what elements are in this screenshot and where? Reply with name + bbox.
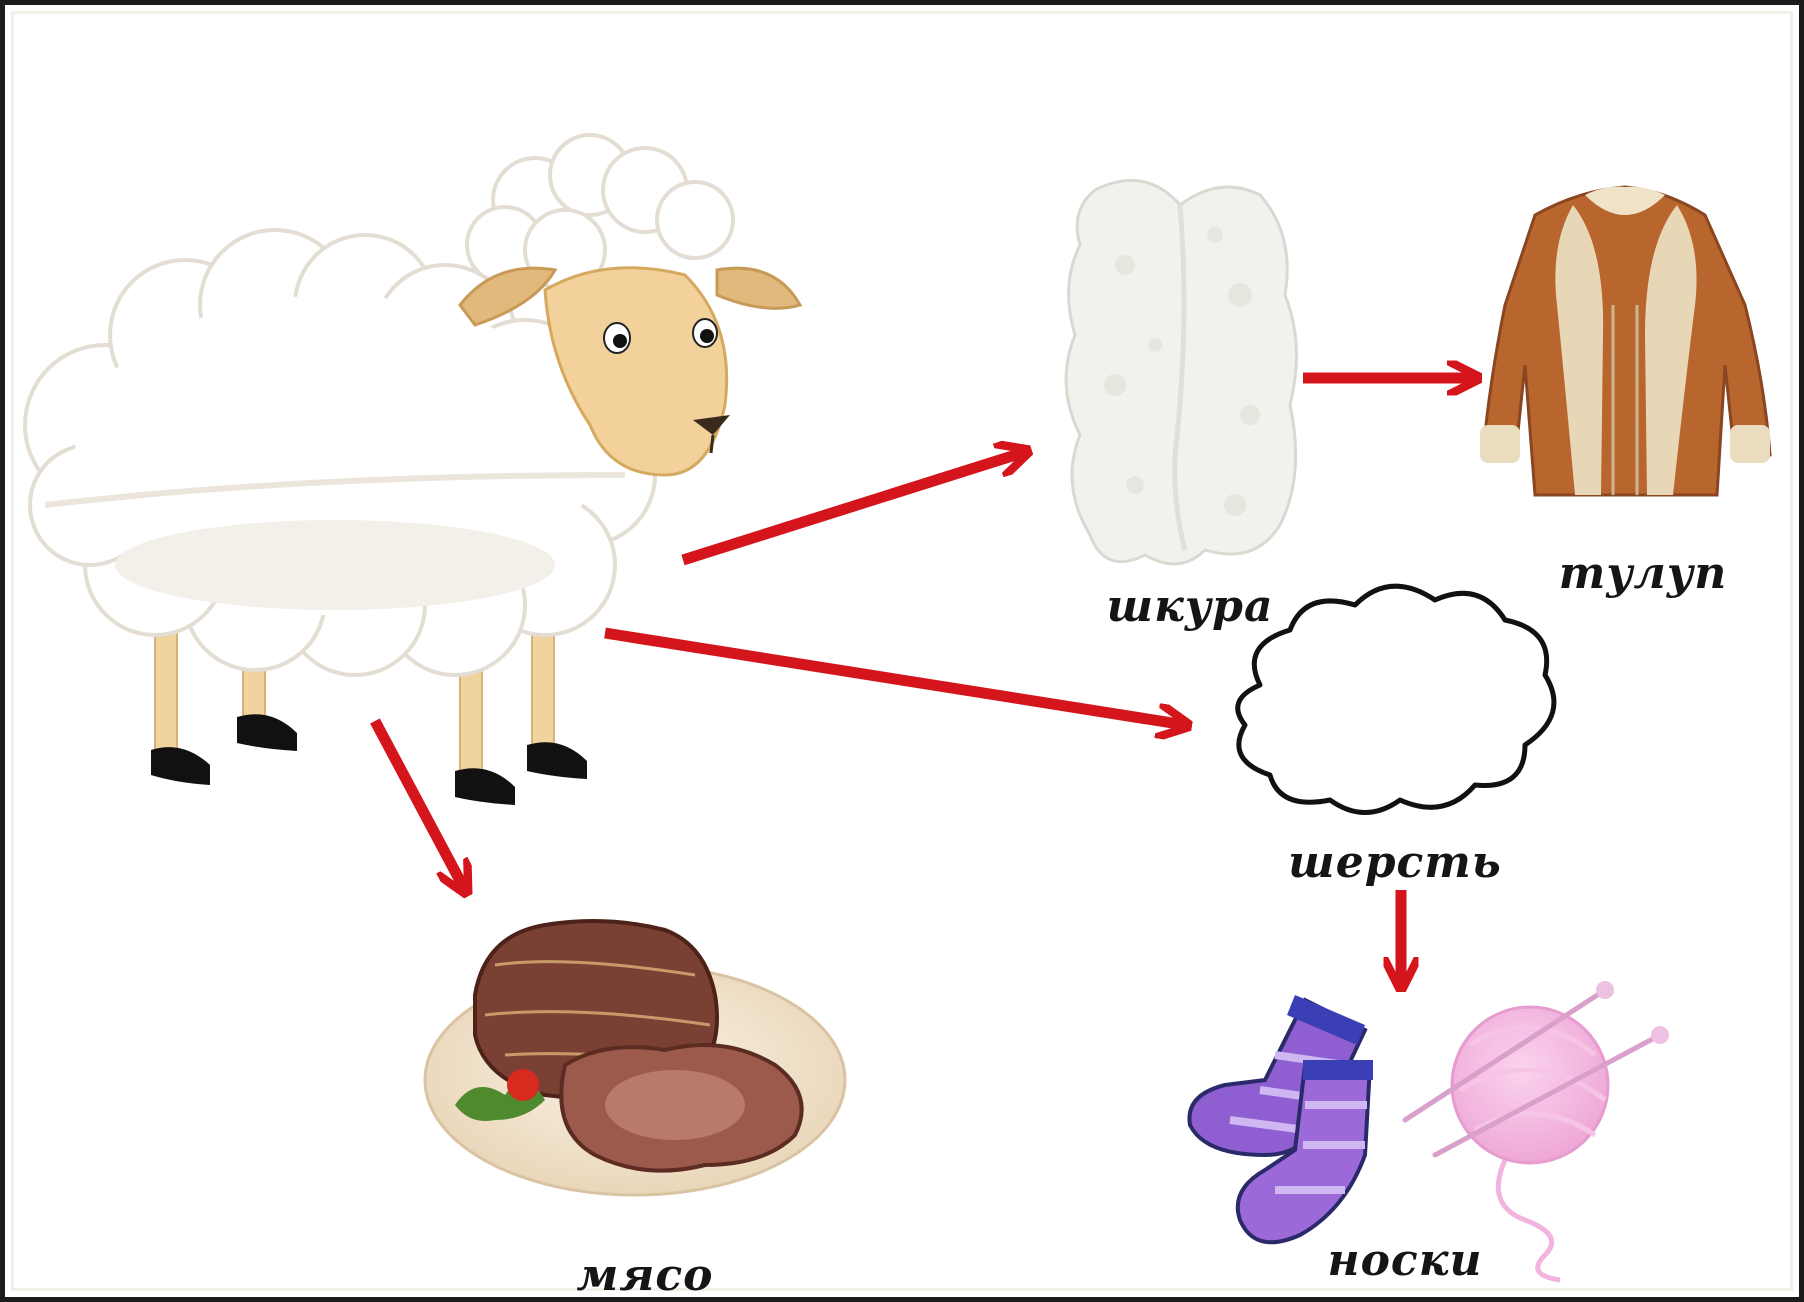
sheepskin-coat-icon <box>1480 187 1770 495</box>
sheepskin-icon <box>1066 180 1296 564</box>
arrow-sheep-to-meat <box>375 721 465 890</box>
sheep-icon <box>25 135 800 805</box>
sheep-head-wool <box>467 135 733 290</box>
label-coat: тулуп <box>1523 548 1763 599</box>
arrow-sheep-to-hide <box>683 452 1025 560</box>
label-hide: шкура <box>1070 581 1310 632</box>
socks-icon <box>1189 995 1373 1242</box>
meat-icon <box>425 921 845 1195</box>
label-wool: шерсть <box>1275 837 1515 888</box>
label-meat: мясо <box>525 1250 765 1301</box>
arrow-sheep-to-wool <box>605 633 1185 725</box>
diagram-canvas <box>5 5 1799 1297</box>
label-socks: носки <box>1285 1235 1525 1286</box>
